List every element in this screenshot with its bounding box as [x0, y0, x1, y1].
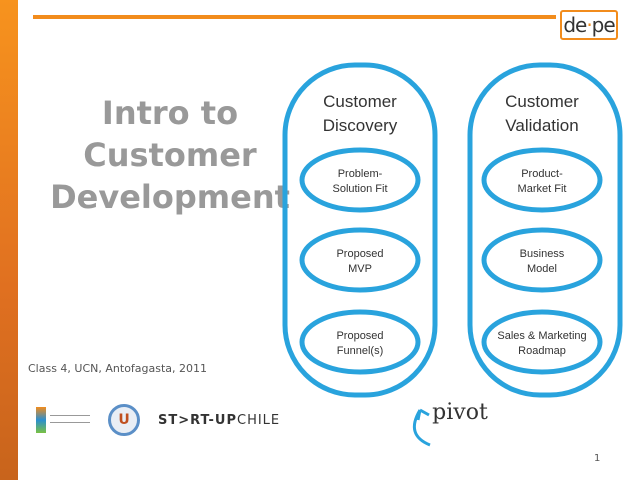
bubble-label: Model: [527, 263, 557, 275]
validation-loop: [467, 62, 623, 398]
bubble-label: MVP: [348, 263, 372, 275]
customer-development-diagram: Customer Discovery Customer Validation P…: [282, 62, 623, 447]
bubble-label: Proposed: [336, 330, 383, 342]
bubble: [299, 147, 421, 213]
discovery-loop: [282, 62, 438, 398]
page-number: 1: [594, 453, 601, 464]
bubble-label: Roadmap: [518, 345, 566, 357]
university-seal-logo: U: [108, 404, 140, 436]
bubble-label: Market Fit: [518, 183, 567, 195]
sponsor-logo-1: [30, 405, 90, 435]
bubble: [481, 227, 603, 293]
discovery-heading: Customer: [323, 92, 397, 111]
sponsor-logo-mark: [36, 407, 46, 433]
bubble-label: Proposed: [336, 248, 383, 260]
bubble-label: Solution Fit: [332, 183, 387, 195]
bubble: [481, 309, 603, 375]
bubble-label: Sales & Marketing: [497, 330, 586, 342]
sponsor-logo-lines: [50, 415, 90, 423]
top-rule: [33, 15, 556, 19]
bubble: [481, 147, 603, 213]
logo-text: de: [563, 13, 587, 37]
startup-chile-text: CHILE: [237, 412, 281, 428]
title-line: Intro to: [101, 94, 239, 132]
title-line: Development: [50, 178, 290, 216]
discovery-heading: Discovery: [323, 116, 398, 135]
logo-dot: ·: [586, 13, 592, 37]
sponsor-logos: U ST>RT-UPCHILE: [30, 400, 280, 440]
slide-subtitle: Class 4, UCN, Antofagasta, 2011: [28, 362, 208, 375]
title-line: Customer: [83, 136, 257, 174]
bubble-label: Funnel(s): [337, 345, 383, 357]
startup-chile-logo: ST>RT-UPCHILE: [158, 413, 280, 428]
depe-logo: de·pe: [560, 10, 618, 40]
bubble: [299, 309, 421, 375]
bubble-label: Problem-: [338, 168, 383, 180]
bubble: [299, 227, 421, 293]
validation-heading: Customer: [505, 92, 579, 111]
pivot-label: pivot: [432, 400, 488, 425]
slide-title: Intro to Customer Development: [30, 92, 310, 218]
startup-chile-text-bold: ST>RT-UP: [158, 412, 237, 428]
bubble-label: Business: [520, 248, 565, 260]
validation-heading: Validation: [505, 116, 578, 135]
orange-sidebar: [0, 0, 18, 480]
logo-text: pe: [591, 13, 616, 37]
arrowhead-icon: [416, 408, 430, 421]
bubble-label: Product-: [521, 168, 563, 180]
